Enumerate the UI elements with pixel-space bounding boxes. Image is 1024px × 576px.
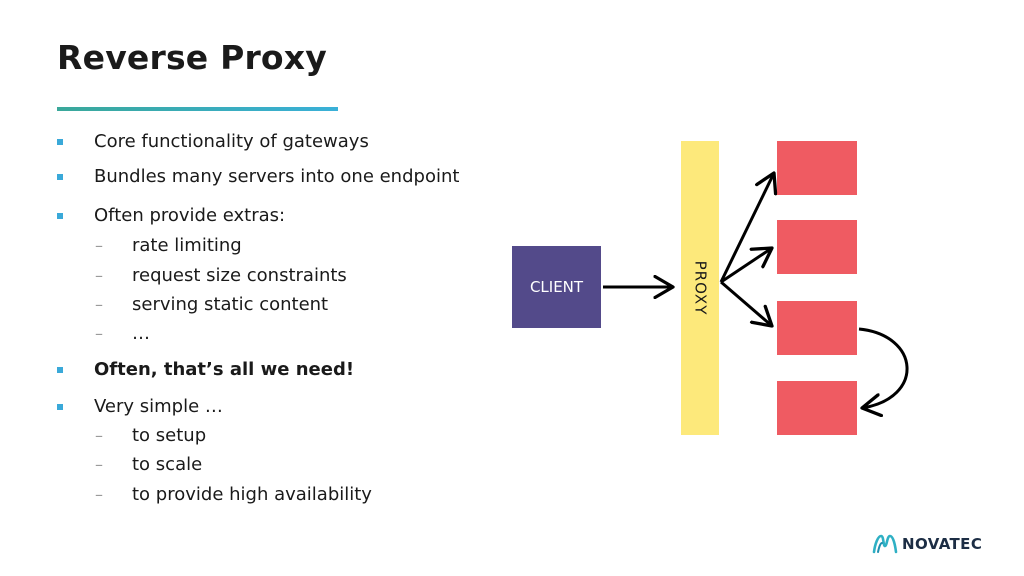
bullet-text: serving static content — [132, 294, 329, 315]
sub-bullet-dash: – — [95, 266, 103, 285]
proxy-bar — [681, 141, 719, 435]
sub-bullet-dash: – — [95, 485, 103, 504]
proxy-to-server-2-arrow — [720, 248, 772, 284]
bullet-text: to scale — [132, 454, 203, 475]
logo-wordmark: NOVATEC — [902, 535, 983, 553]
bullet-text: rate limiting — [132, 235, 242, 256]
client-label: CLIENT — [529, 278, 584, 296]
bullet-marker — [57, 404, 63, 410]
bullet-text: … — [132, 323, 150, 344]
sub-bullet-dash: – — [95, 426, 103, 445]
reverse-proxy-diagram: PROXY CLIENT — [500, 130, 940, 450]
novatec-logo: NOVATEC — [872, 532, 982, 556]
server-box-2 — [777, 220, 857, 274]
bullet-marker — [57, 213, 63, 219]
bullet-text: to setup — [132, 425, 207, 446]
bullet-text: Bundles many servers into one endpoint — [94, 166, 460, 187]
bullet-text: Very simple … — [94, 396, 223, 417]
proxy-to-server-3-arrow — [720, 280, 772, 326]
server-3-to-server-4-arrow — [858, 327, 909, 408]
bullet-text: Often, that’s all we need! — [94, 359, 355, 380]
bullet-text: Core functionality of gateways — [94, 131, 369, 152]
server-box-1 — [777, 141, 857, 195]
arrows-layer — [603, 130, 909, 450]
bullet-text: request size constraints — [132, 265, 347, 286]
bullet-marker — [57, 174, 63, 180]
proxy-to-server-1-arrow — [719, 173, 774, 283]
bullet-marker — [57, 367, 63, 373]
sub-bullet-dash: – — [95, 324, 103, 343]
sub-bullet-dash: – — [95, 236, 103, 255]
slide-title: Reverse Proxy — [57, 38, 327, 77]
server-box-3 — [777, 301, 857, 355]
sub-bullet-dash: – — [95, 295, 103, 314]
client-box: CLIENT — [512, 246, 601, 328]
server-box-4 — [777, 381, 857, 435]
bullet-text: Often provide extras: — [94, 205, 286, 226]
bullet-text: to provide high availability — [132, 484, 372, 505]
novatec-logo-icon — [872, 534, 898, 554]
sub-bullet-dash: – — [95, 455, 103, 474]
title-underline — [57, 107, 338, 111]
bullet-marker — [57, 139, 63, 145]
